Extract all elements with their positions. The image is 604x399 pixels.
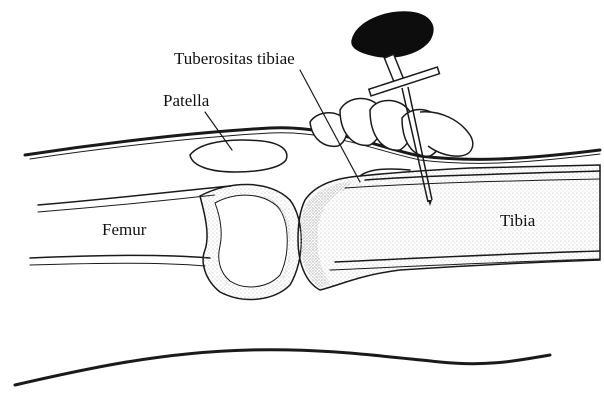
- femur-shaft-upper-line-2: [38, 195, 215, 212]
- femur-condyle-marrow: [215, 195, 287, 287]
- femur-shaft-lower-line: [30, 255, 210, 258]
- femur-shaft-lower-line-2: [30, 263, 205, 266]
- label-tuberositas-tibiae: Tuberositas tibiae: [174, 49, 295, 68]
- needle-handle: [352, 12, 433, 57]
- needle-crossbar: [369, 67, 440, 96]
- patella: [190, 140, 287, 172]
- label-femur: Femur: [102, 220, 147, 239]
- label-patella: Patella: [163, 91, 210, 110]
- label-tibia: Tibia: [500, 211, 536, 230]
- skin-line-bottom: [15, 350, 550, 385]
- hand: [310, 98, 473, 156]
